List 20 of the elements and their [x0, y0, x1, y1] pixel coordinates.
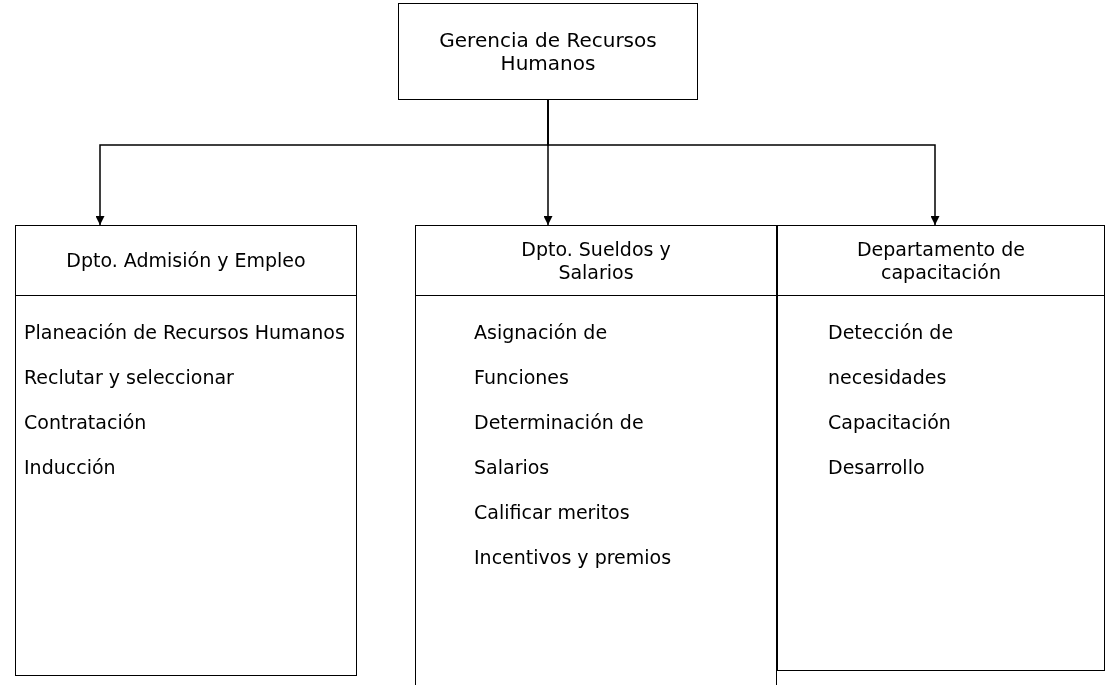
function-item: Contratación	[24, 410, 148, 435]
function-item: Desarrollo	[828, 455, 926, 480]
department-box	[777, 225, 1105, 671]
box-title: Gerencia de Recursos Humanos	[438, 28, 658, 75]
function-item: Incentivos y premios	[474, 545, 673, 570]
function-item: Detección de necesidades	[828, 320, 955, 390]
manager-box	[398, 3, 698, 100]
department-title: Departamento de capacitación	[856, 237, 1026, 284]
function-item: Calificar meritos	[474, 500, 631, 525]
department-box	[415, 225, 777, 685]
function-item: Determinación de Salarios	[474, 410, 645, 480]
function-item: Planeación de Recursos Humanos	[24, 320, 346, 345]
department-title: Dpto. Admisión y Empleo	[65, 249, 307, 272]
function-item: Inducción	[24, 455, 117, 480]
department-title: Dpto. Sueldos y Salarios	[520, 237, 672, 284]
function-item: Asignación de Funciones	[474, 320, 609, 390]
function-item: Reclutar y seleccionar	[24, 365, 235, 390]
function-item: Capacitación	[828, 410, 952, 435]
connector-arrow	[547, 99, 940, 226]
department-box	[15, 225, 357, 676]
